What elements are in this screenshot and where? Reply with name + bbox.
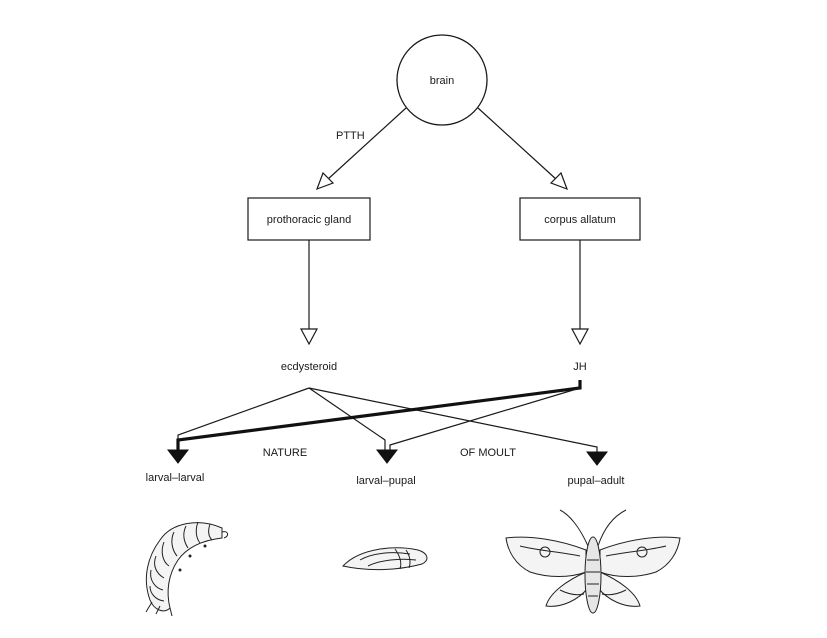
arrow-head-open: [301, 329, 317, 344]
arrow-head-larval-larval: [168, 450, 188, 463]
arrow-head-larval-pupal: [377, 450, 397, 463]
outcome-larval-larval: larval–larval: [146, 472, 205, 484]
corpus-allatum-label: corpus allatum: [544, 214, 616, 226]
arrow-line: [478, 108, 557, 180]
ptth-label: PTTH: [336, 130, 365, 142]
brain-node: brain: [397, 35, 487, 125]
jh-label: JH: [573, 361, 587, 373]
jh-branch-to-larval-pupal: [390, 388, 580, 450]
arrow-line: [327, 108, 406, 180]
pupa-illustration: [343, 548, 427, 570]
jh-thick-branch-to-larval-larval: [178, 380, 580, 450]
branch-to-pupal-adult: [309, 388, 597, 452]
arrow-head-open: [572, 329, 588, 344]
brain-label: brain: [430, 75, 454, 87]
outcome-pupal-adult: pupal–adult: [568, 475, 625, 487]
caterpillar-illustration: [146, 522, 228, 616]
prothoracic-gland-label: prothoracic gland: [267, 214, 351, 226]
ecdysteroid-branches: [178, 388, 597, 452]
outcome-larval-pupal: larval–pupal: [356, 475, 415, 487]
arrow-head-pupal-adult: [587, 452, 607, 465]
caption-nature: NATURE: [263, 447, 307, 459]
jh-branches: [178, 380, 580, 450]
branch-to-larval-larval: [178, 388, 309, 450]
arrow-corpus-to-jh: [572, 240, 588, 344]
prothoracic-gland-node: prothoracic gland: [248, 198, 370, 240]
arrow-head-open: [551, 173, 567, 189]
ecdysteroid-label: ecdysteroid: [281, 361, 337, 373]
arrow-brain-to-prothoracic: [317, 108, 406, 189]
corpus-allatum-node: corpus allatum: [520, 198, 640, 240]
caption-of-moult: OF MOULT: [460, 447, 516, 459]
arrow-head-open: [317, 173, 333, 189]
moth-illustration: [506, 510, 680, 613]
arrow-prothoracic-to-ecdysteroid: [301, 240, 317, 344]
arrow-brain-to-corpus: [478, 108, 567, 189]
